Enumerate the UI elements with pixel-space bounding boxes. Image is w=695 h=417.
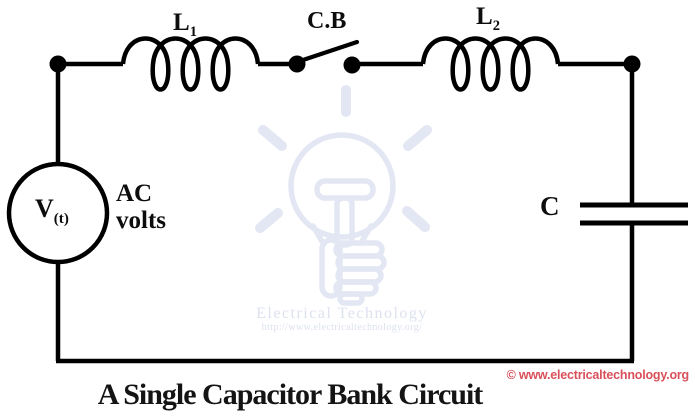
- capacitor-label: C: [540, 191, 560, 221]
- capacitor-plates: [580, 202, 688, 226]
- node-dot-breaker-right: [343, 56, 361, 74]
- ac-source-circle: [6, 161, 110, 265]
- inductor-l2-label: L2: [476, 3, 500, 33]
- source-voltage-label: V(t): [35, 194, 69, 227]
- inductor-l2-subscript: 2: [492, 18, 500, 34]
- diagram-title: A Single Capacitor Bank Circuit: [97, 378, 484, 411]
- watermark-url-text: http://www.electricaltechnology.org/: [261, 322, 423, 333]
- node-dot-breaker-left: [288, 55, 306, 73]
- circuit-breaker-blade: [297, 39, 360, 64]
- source-type-label: AC volts: [116, 180, 166, 234]
- source-type-line2: volts: [116, 207, 166, 234]
- inductor-l1-label: L1: [173, 9, 197, 39]
- source-voltage-symbol: V: [35, 194, 54, 223]
- copyright-text: © www.electricaltechnology.org: [506, 368, 690, 382]
- watermark-brand-text: Electrical Technology: [256, 305, 428, 322]
- inductor-l1-coil: [120, 36, 261, 92]
- circuit-breaker-label: C.B: [307, 8, 347, 34]
- source-voltage-subscript: (t): [53, 211, 69, 228]
- node-dot-right: [623, 55, 641, 73]
- inductor-l2-symbol: L: [476, 3, 493, 30]
- source-type-line1: AC: [116, 180, 153, 207]
- inductor-l2-coil: [420, 36, 561, 92]
- node-dot-left: [49, 55, 67, 73]
- inductor-l1-subscript: 1: [189, 24, 197, 40]
- inductor-l1-symbol: L: [173, 9, 190, 36]
